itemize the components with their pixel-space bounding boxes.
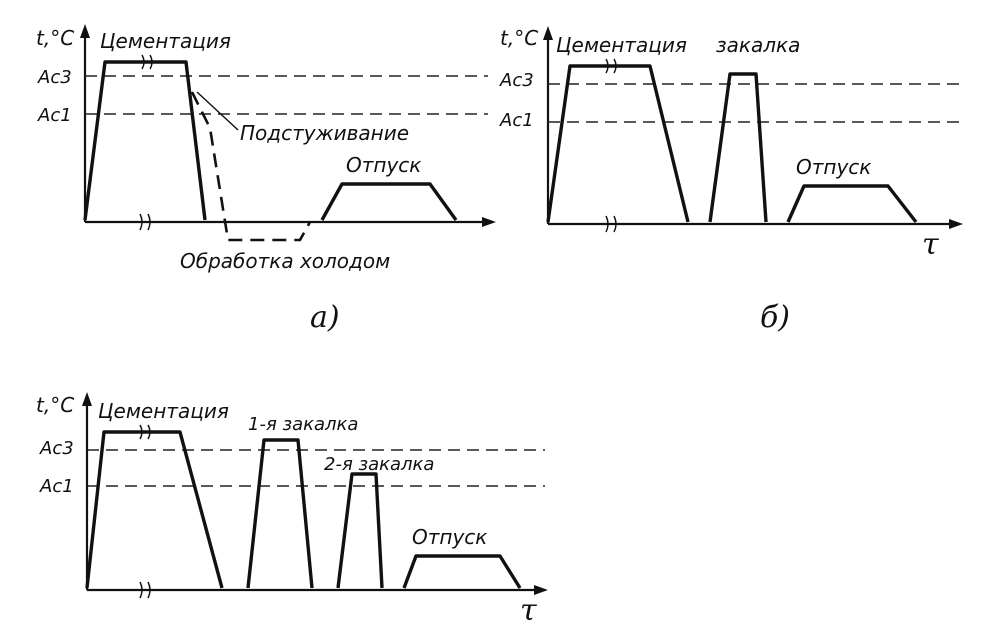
panel-a-caption: а): [310, 300, 340, 335]
panel-b-tempering-curve: [786, 184, 918, 224]
panel-b-x-arrow: [949, 219, 963, 229]
panel-b-x-break: [605, 215, 617, 233]
panel-b-level-ac3: Ac3: [499, 70, 534, 91]
panel-a-y-label: t,°C: [36, 26, 74, 50]
panel-c-quench1-curve: [246, 438, 314, 589]
panel-b-curve-break: [605, 58, 617, 74]
panel-c-level-ac3: Ac3: [39, 438, 74, 459]
panel-b-label-carburizing: Цементация: [556, 33, 687, 57]
panel-c-x-label: τ: [520, 593, 537, 628]
panel-a-curve-break: [141, 54, 153, 70]
panel-a-y-arrow: [80, 24, 90, 38]
panel-a-axes: [80, 24, 496, 231]
panel-c-x-break: [139, 581, 151, 599]
panel-a-x-break: [139, 213, 151, 231]
panel-a-carburizing-curve: [83, 60, 207, 221]
panel-c: t,°C Ac3 Ac1 Цементация 1-я закалка 2-я …: [36, 392, 548, 628]
panel-a-subcooling-leader: [196, 91, 239, 131]
panel-c-level-ac1: Ac1: [39, 476, 74, 497]
panel-c-y-label: t,°C: [36, 393, 74, 417]
panel-c-label-quench2: 2-я закалка: [324, 454, 434, 475]
panel-b-y-arrow: [543, 26, 553, 40]
panel-a: t,°C Ac3 Ac1 Цементация Подстуживание От…: [36, 24, 496, 335]
panel-c-label-quench1: 1-я закалка: [248, 414, 358, 435]
panel-a-tempering-curve: [320, 182, 458, 221]
panel-b: t,°C Ac3 Ac1 Цементация закалка Отпуск τ…: [499, 26, 963, 335]
panel-c-y-arrow: [82, 392, 92, 406]
panel-a-level-ac3: Ac3: [37, 67, 72, 88]
panel-b-quench-curve: [708, 72, 768, 223]
panel-a-x-arrow: [482, 217, 496, 227]
panel-c-quench2-curve: [336, 472, 384, 589]
panel-c-tempering-curve: [402, 554, 522, 589]
panel-b-carburizing-curve: [546, 64, 690, 223]
panel-c-curve-break: [139, 424, 151, 440]
panel-a-label-cold-treatment: Обработка холодом: [180, 249, 390, 273]
panel-b-caption: б): [760, 300, 790, 335]
panel-b-axes: [543, 26, 963, 233]
panel-a-level-ac1: Ac1: [37, 105, 72, 126]
panel-b-label-tempering: Отпуск: [796, 155, 871, 179]
panel-c-carburizing-curve: [85, 430, 224, 589]
panel-c-label-carburizing: Цементация: [98, 399, 229, 423]
panel-a-label-subcooling: Подстуживание: [240, 121, 409, 145]
panel-c-x-arrow: [534, 585, 548, 595]
panel-a-label-tempering: Отпуск: [346, 153, 421, 177]
panel-c-label-tempering: Отпуск: [412, 525, 487, 549]
panel-a-cold-treatment-curve: [190, 91, 312, 242]
panel-a-label-carburizing: Цементация: [100, 29, 231, 53]
panel-b-level-ac1: Ac1: [499, 110, 534, 131]
panel-b-y-label: t,°C: [500, 26, 538, 50]
panel-c-axes: [82, 392, 548, 599]
panel-b-label-quench: закалка: [716, 33, 800, 57]
panel-b-x-label: τ: [922, 227, 939, 262]
